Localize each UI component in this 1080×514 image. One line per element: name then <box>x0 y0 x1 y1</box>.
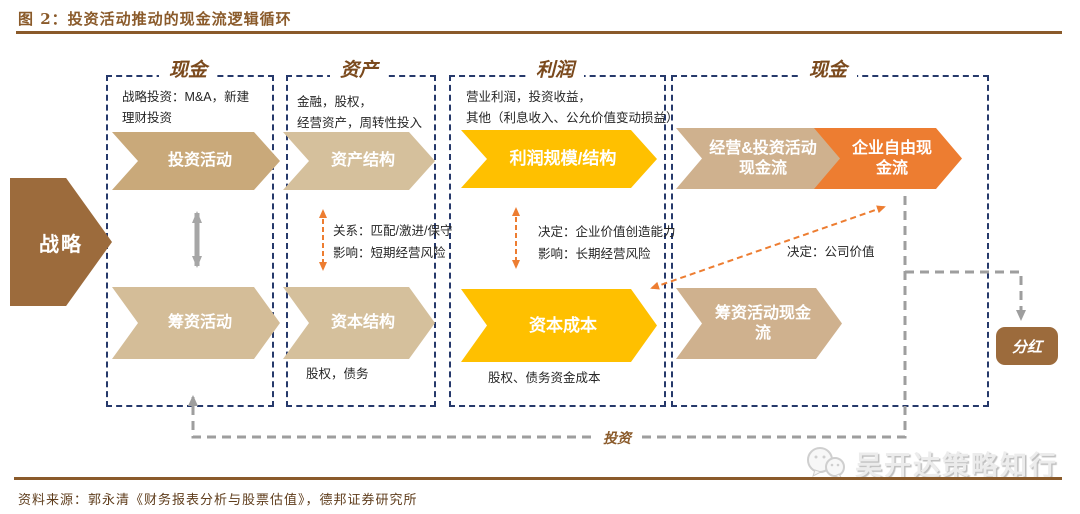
note-line: 金融，股权， <box>297 95 373 109</box>
note-line: 决定：企业价值创造能力 <box>538 225 676 239</box>
header-divider <box>16 31 1062 34</box>
note-line: 影响：短期经营风险 <box>333 246 446 260</box>
note-line: 关系：匹配/激进/保守 <box>333 224 453 238</box>
free-cashflow-label: 企业自由现金流 <box>851 139 932 177</box>
note-line: 营业利润，投资收益， <box>466 90 592 104</box>
profit-cost-relation-note: 决定：企业价值创造能力 影响：长期经营风险 <box>538 221 676 265</box>
cash-right-label: 现金 <box>798 55 858 82</box>
profit-footer-note: 股权、债务资金成本 <box>488 371 601 385</box>
note-line: 经营资产，周转性投入 <box>297 116 423 130</box>
asset-capital-relation-note: 关系：匹配/激进/保守 影响：短期经营风险 <box>333 220 452 264</box>
operating-investment-cashflow-arrow: 经营&投资活动现金流 <box>676 128 842 189</box>
capital-cost-arrow: 资本成本 <box>461 289 657 362</box>
strategy-arrow: 战略 <box>10 178 112 306</box>
operating-investment-cashflow-label: 经营&投资活动现金流 <box>709 139 817 177</box>
company-value-note: 决定：公司价值 <box>787 245 875 259</box>
footer-divider <box>14 477 1062 480</box>
dividend-label: 分红 <box>1011 337 1042 356</box>
loop-investment-label: 投资 <box>595 428 639 448</box>
asset-structure-label: 资产结构 <box>330 152 395 169</box>
financing-activity-arrow: 筹资活动 <box>112 287 280 359</box>
source-note: 资料来源：郭永清《财务报表分析与股票估值》，德邦证券研究所 <box>18 493 418 508</box>
strategy-arrow-label: 战略 <box>39 233 83 256</box>
note-line: 战略投资：M&A，新建 <box>122 90 250 104</box>
figure-title: 图 2：投资活动推动的现金流逻辑循环 <box>18 10 292 28</box>
profit-scale-label: 利润规模/结构 <box>509 149 617 169</box>
financing-cashflow-label: 筹资活动现金流 <box>714 304 811 342</box>
dividend-box: 分红 <box>996 327 1058 365</box>
investment-activity-label: 投资活动 <box>167 152 232 169</box>
profit-label: 利润 <box>525 55 585 82</box>
capital-cost-label: 资本成本 <box>529 315 597 335</box>
asset-structure-arrow: 资产结构 <box>283 132 435 190</box>
watermark-text: 吴开达策略知行 <box>855 451 1058 481</box>
note-line: 影响：长期经营风险 <box>538 247 651 261</box>
capital-structure-label: 资本结构 <box>330 314 395 331</box>
asset-footer-note: 股权，债务 <box>306 367 369 381</box>
profit-note: 营业利润，投资收益， 其他（利息收入、公允价值变动损益） <box>466 87 679 129</box>
cash-left-note: 战略投资：M&A，新建 理财投资 <box>122 87 249 129</box>
note-line: 其他（利息收入、公允价值变动损益） <box>466 111 679 125</box>
profit-scale-arrow: 利润规模/结构 <box>461 130 657 188</box>
financing-cashflow-arrow: 筹资活动现金流 <box>676 288 842 359</box>
asset-note: 金融，股权， 经营资产，周转性投入 <box>297 92 422 134</box>
investment-activity-arrow: 投资活动 <box>112 132 280 190</box>
asset-label: 资产 <box>329 55 389 82</box>
cash-left-label: 现金 <box>158 55 218 82</box>
financing-activity-label: 筹资活动 <box>167 314 232 331</box>
note-line: 理财投资 <box>122 111 173 125</box>
